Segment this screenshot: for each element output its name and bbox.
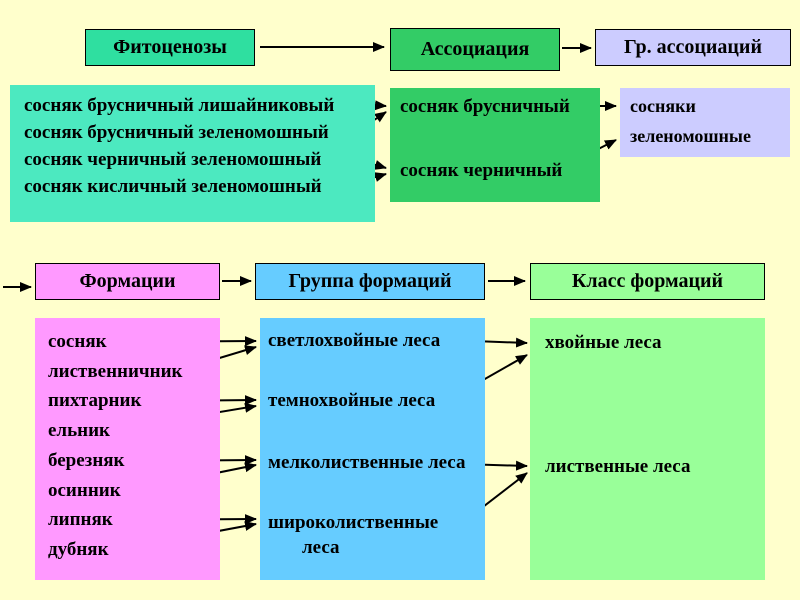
formation-group-item: темнохвойные леса	[268, 390, 436, 411]
formation-group-list: светлохвойные леса темнохвойные леса мел…	[260, 318, 485, 580]
formation-group-header: Группа формаций	[255, 263, 485, 300]
formation-group-item: широколиственные леса	[268, 512, 439, 558]
phytocenosis-item: сосняк брусничный лишайниковый	[24, 95, 335, 116]
formation-item: ельник	[48, 420, 110, 442]
formation-item: сосняк	[48, 331, 107, 352]
formations-list: сосняк лиственничник пихтарник ельник бе…	[35, 318, 220, 580]
phytocenosis-item: сосняк брусничный зеленомошный	[24, 122, 329, 143]
association-item: сосняк брусничный	[400, 96, 570, 117]
phytocenosis-item: сосняк кисличный зеленомошный	[24, 176, 322, 197]
phytocenoses-list: сосняк брусничный лишайниковый сосняк бр…	[10, 85, 375, 222]
association-group-item: зеленомошные	[630, 126, 751, 146]
formations-header: Формации	[35, 263, 220, 300]
phytocenosis-item: сосняк черничный зеленомошный	[24, 149, 322, 170]
formation-group-item: светлохвойные леса	[268, 330, 441, 351]
formation-item: пихтарник	[48, 390, 142, 412]
formation-item: дубняк	[48, 538, 109, 560]
association-item: сосняк черничный	[400, 160, 563, 181]
formation-item: липняк	[48, 509, 113, 531]
formation-class-list: хвойные леса лиственные леса	[530, 318, 765, 580]
formation-class-item: лиственные леса	[545, 456, 691, 477]
formation-class-header: Класс формаций	[530, 263, 765, 300]
formation-item: лиственничник	[48, 360, 183, 382]
association-group-list: сосняки зеленомошные	[620, 88, 790, 157]
association-group-header: Гр. ассоциаций	[595, 29, 791, 66]
formation-group-item: мелколиственные леса	[268, 452, 466, 473]
association-group-item: сосняки	[630, 96, 696, 116]
formation-class-item: хвойные леса	[545, 332, 662, 353]
formation-item: березняк	[48, 449, 125, 471]
association-header: Ассоциация	[390, 28, 560, 71]
association-list: сосняк брусничный сосняк черничный	[390, 88, 600, 202]
formation-item: осинник	[48, 479, 121, 501]
phytocenoses-header: Фитоценозы	[85, 29, 255, 66]
